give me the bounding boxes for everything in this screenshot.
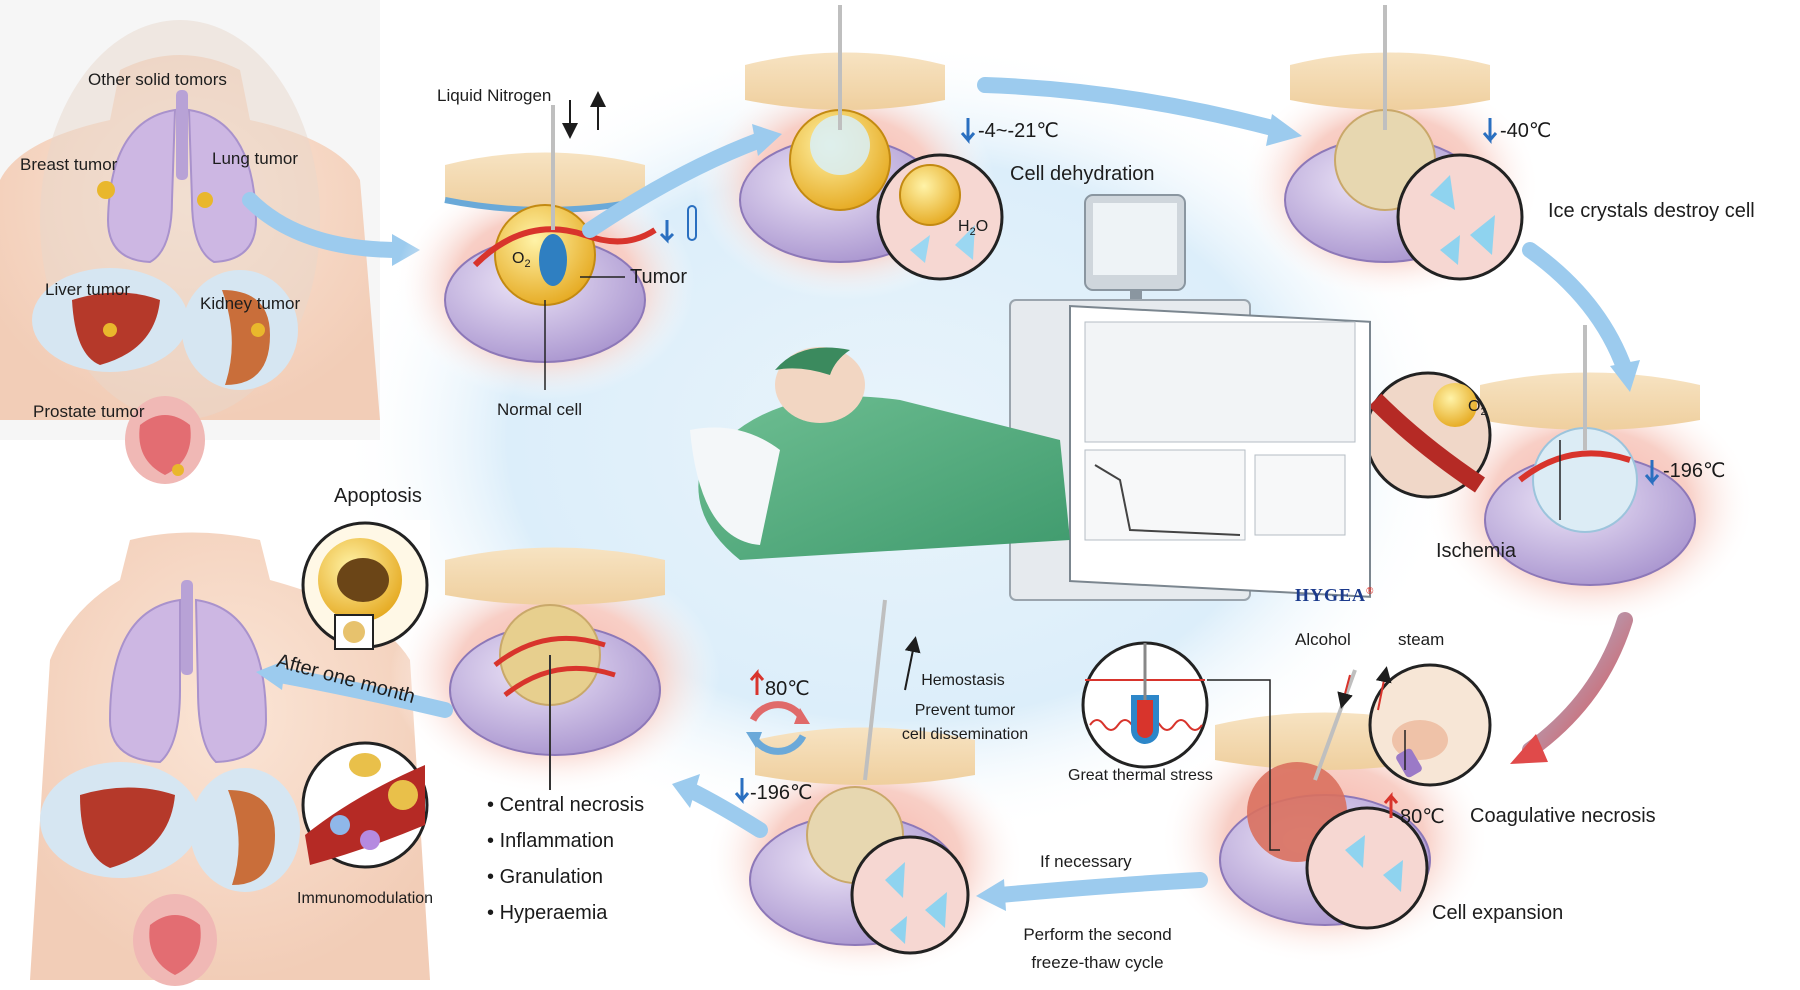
tissue-ischemia (1364, 325, 1755, 630)
temp-hemostasis-hot: 80℃ (765, 678, 810, 700)
arrow-hemostasis-to-necrosis (682, 782, 768, 838)
temp-dehydration: -4~-21℃ (978, 120, 1059, 142)
label-steam: steam (1398, 630, 1445, 649)
necrosis-item: Granulation (487, 859, 644, 895)
label-cell-expansion: Cell expansion (1432, 902, 1564, 924)
arrow-body-to-insertion (242, 192, 408, 258)
label-breast-tumor: Breast tumor (20, 155, 118, 174)
label-o2-insertion: O2 (512, 250, 531, 271)
patient (690, 347, 1070, 560)
label-kidney-tumor: Kidney tumor (200, 294, 301, 313)
alcohol-arrow-down (1337, 674, 1353, 709)
label-apoptosis: Apoptosis (334, 485, 422, 507)
label-liver-tumor: Liver tumor (45, 280, 131, 299)
immunomodulation-circle (301, 741, 429, 869)
label-lung-tumor: Lung tumor (212, 149, 298, 168)
tissue-hemostasis (705, 599, 1025, 980)
hot-arrow-icon (749, 668, 765, 695)
label-prostate-tumor: Prostate tumor (33, 402, 145, 421)
necrosis-item: Inflammation (487, 823, 644, 859)
thermal-stress-icon (1081, 641, 1209, 769)
arrow-heat-to-hemostasis (992, 872, 1208, 903)
label-h2o: H2O (958, 218, 989, 239)
label-hemostasis: Hemostasis (921, 672, 1005, 689)
label-cell-dehydration: Cell dehydration (1010, 163, 1155, 185)
label-second-cycle-2: freeze-thaw cycle (1031, 953, 1164, 972)
steam-arrow-up (1375, 666, 1392, 711)
temp-heat: 80℃ (1400, 806, 1445, 828)
tissue-dehydration (695, 5, 1004, 300)
body-panel-bottom (0, 520, 430, 990)
cold-arrow-icon (1644, 460, 1660, 487)
arrow-insertion-to-dehydration (582, 132, 768, 238)
label-thermal-stress: Great thermal stress (1068, 767, 1213, 784)
necrosis-item: Central necrosis (487, 787, 645, 823)
label-ischemia: Ischemia (1436, 540, 1517, 562)
label-normal-cell: Normal cell (497, 400, 583, 419)
body-panel-top (0, 0, 380, 484)
label-if-necessary: If necessary (1040, 852, 1132, 871)
hemostasis-arrow (904, 636, 921, 691)
apoptosis-circle (301, 521, 429, 650)
temp-ischemia: -196℃ (1663, 460, 1726, 482)
label-ice-crystals: Ice crystals destroy cell (1548, 200, 1755, 222)
thermal-leader (1207, 679, 1280, 851)
label-prevent-1: Prevent tumor (914, 702, 1016, 719)
arrow-dehydration-to-ice (977, 77, 1288, 138)
label-other-tumors: Other solid tomors (88, 70, 227, 89)
temp-hemostasis-cold: -196℃ (750, 782, 813, 804)
tissue-insertion (395, 105, 695, 400)
hot-arrow-icon (1383, 791, 1399, 818)
label-prevent-2: cell dissemination (901, 726, 1029, 743)
cryoablation-device (1009, 194, 1371, 601)
label-immunomodulation: Immunomodulation (297, 890, 434, 907)
thermometer-icon (687, 205, 697, 241)
cold-arrow-icon (659, 220, 675, 244)
device-brand: HYGEA® (1295, 585, 1375, 605)
cold-arrow-icon (1482, 118, 1498, 145)
necrosis-list: Central necrosis Inflammation Granulatio… (487, 787, 645, 931)
necrosis-item: Hyperaemia (487, 895, 644, 931)
cold-arrow-icon (734, 778, 750, 805)
tissue-necrosis (390, 547, 720, 795)
arrow-ischemia-to-heat (1522, 612, 1633, 758)
arrow-ice-to-ischemia (1522, 242, 1633, 378)
label-coagulative-necrosis: Coagulative necrosis (1470, 805, 1656, 827)
label-alcohol: Alcohol (1295, 630, 1351, 649)
arrow-necrosis-to-outcome (272, 667, 453, 718)
tissue-ice (1240, 5, 1540, 300)
label-tumor: Tumor (630, 266, 688, 288)
cold-arrow-icon (960, 118, 976, 145)
freeze-thaw-cycle-icon (746, 701, 810, 755)
label-o2-ischemia: O2 (1468, 398, 1487, 419)
label-second-cycle-1: Perform the second (1023, 925, 1172, 944)
label-liquid-nitrogen: Liquid Nitrogen (437, 86, 552, 105)
tissue-heat (1160, 663, 1492, 965)
temp-ice: -40℃ (1500, 120, 1552, 142)
